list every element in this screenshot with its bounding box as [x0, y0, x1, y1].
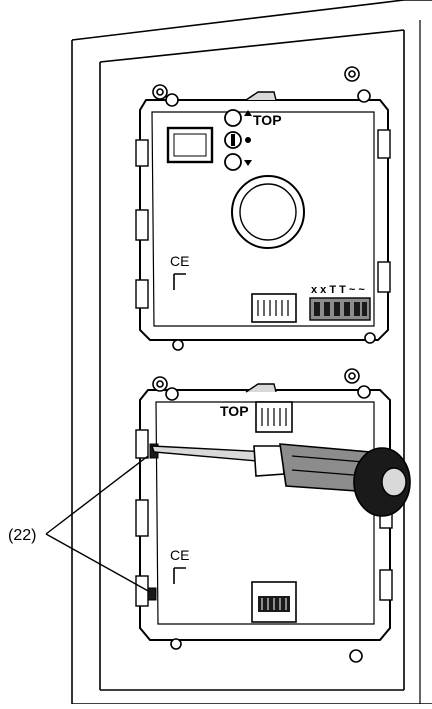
- top-module-side-clips: [135, 129, 391, 309]
- callout-label: (22): [8, 527, 36, 544]
- callout-22: (22): [8, 455, 151, 593]
- bottom-module: TOP CE: [135, 368, 393, 663]
- ce-mark-bottom: CE: [170, 547, 189, 563]
- ce-mark-top: CE: [170, 253, 189, 269]
- terminal-labels: x x T T ~ ~: [311, 284, 365, 296]
- connector-upper: [255, 401, 293, 433]
- top-module-corner-lugs: [152, 66, 376, 351]
- terminal-block-top: [251, 293, 297, 323]
- key-icon: [224, 131, 251, 149]
- screwdriver: [151, 443, 411, 517]
- release-slot-lower: [147, 587, 157, 601]
- top-label-lower: TOP: [220, 403, 249, 419]
- bell-triangle-down-icon: [224, 153, 252, 171]
- connector-lower: [251, 581, 297, 623]
- bottom-module-corner-lugs: [152, 368, 371, 663]
- top-module: TOP CE x x T T ~ ~: [135, 66, 391, 351]
- display-window: [166, 126, 214, 164]
- speaker-grille: [231, 175, 305, 249]
- bell-triangle-up-icon: [224, 109, 252, 127]
- top-label-upper: TOP: [253, 112, 282, 128]
- screw-terminals: [309, 297, 371, 321]
